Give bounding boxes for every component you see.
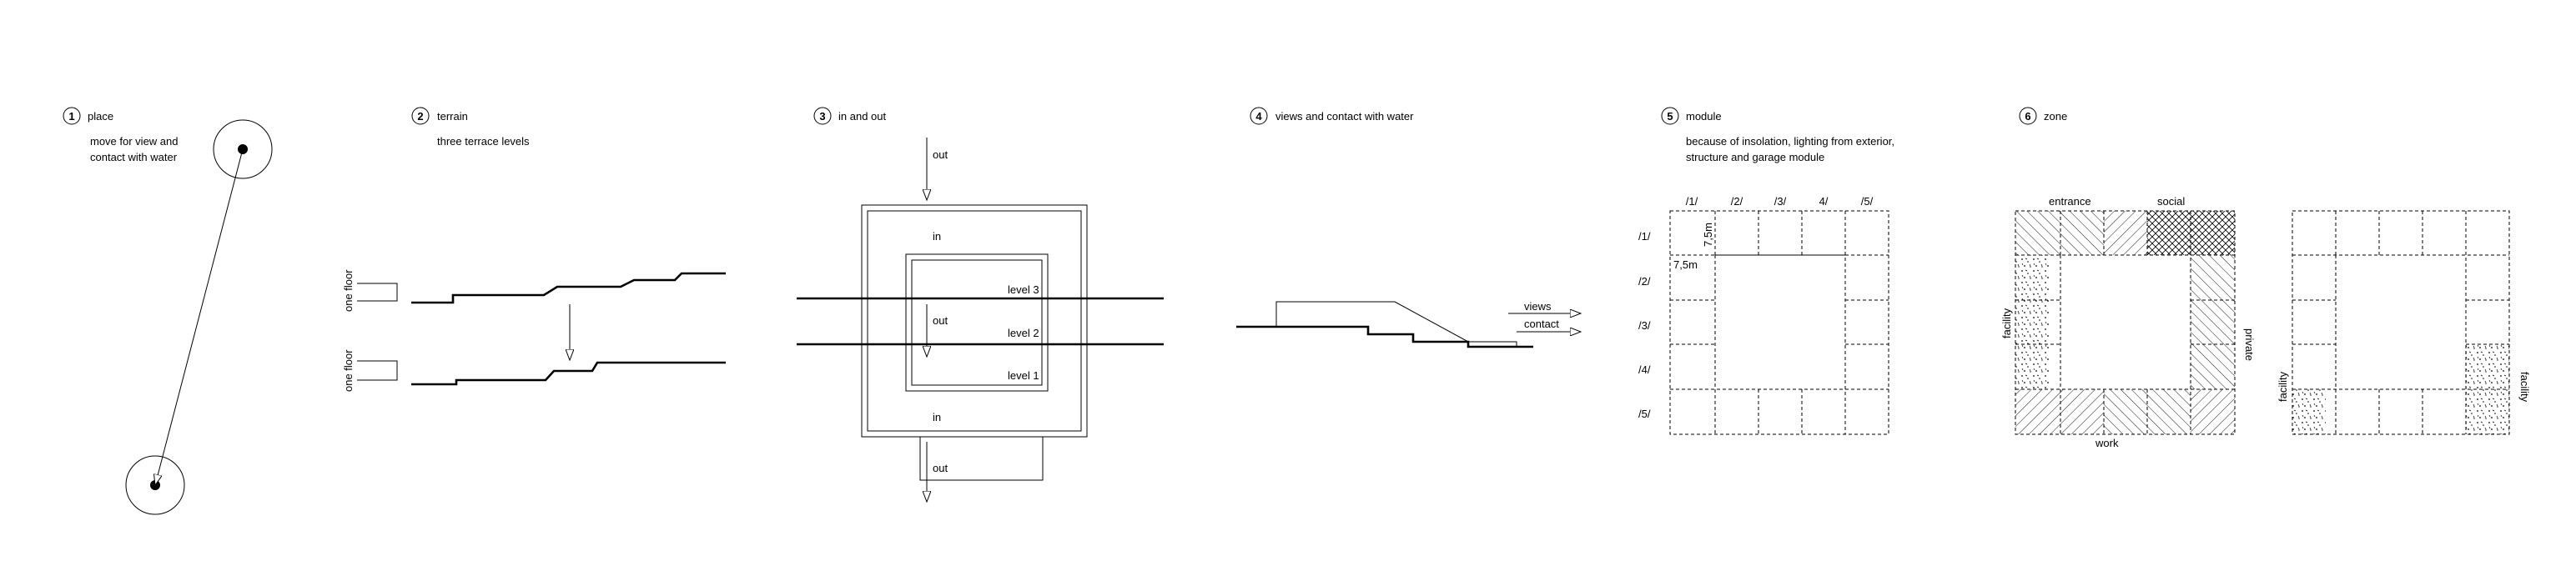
site-circle-top bbox=[213, 119, 273, 179]
dimension-vertical: 7,5m bbox=[1702, 223, 1714, 247]
panel-views: 4 views and contact with water views con… bbox=[1236, 107, 1581, 348]
col-label-2: /2/ bbox=[1731, 195, 1743, 208]
label-facility-right: facility bbox=[2518, 372, 2531, 403]
panel-title-terrain: terrain bbox=[437, 110, 468, 123]
col-label-5: /5/ bbox=[1861, 195, 1874, 208]
module-grid bbox=[1669, 210, 1889, 435]
label-social: social bbox=[2157, 195, 2185, 208]
building-outline-inner bbox=[911, 259, 1043, 386]
label-out-middle: out bbox=[933, 314, 948, 327]
panel-zone: 6 zone bbox=[2000, 107, 2531, 449]
panel-title-views: views and contact with water bbox=[1275, 110, 1414, 123]
step-number-4: 4 bbox=[1250, 107, 1268, 125]
step-number-1: 1 bbox=[63, 107, 81, 125]
label-in-top: in bbox=[933, 230, 941, 243]
col-label-1: /1/ bbox=[1686, 195, 1698, 208]
site-circle-bottom bbox=[125, 455, 185, 515]
step-number-5: 5 bbox=[1661, 107, 1679, 125]
step-number-2: 2 bbox=[411, 107, 430, 125]
row-label-5: /5/ bbox=[1638, 408, 1651, 420]
label-contact: contact bbox=[1524, 318, 1559, 330]
building-outline bbox=[905, 253, 1049, 392]
panel-place: 1 place move for view and contact with w… bbox=[63, 107, 273, 515]
side-label-top: one floor bbox=[342, 269, 355, 312]
svg-text:6: 6 bbox=[2025, 110, 2030, 123]
outer-boundary bbox=[861, 204, 1088, 438]
side-label-bottom: one floor bbox=[342, 349, 355, 392]
label-facility-left: facility bbox=[2277, 371, 2289, 402]
label-views: views bbox=[1524, 300, 1552, 313]
row-label-2: /2/ bbox=[1638, 275, 1651, 288]
svg-text:1: 1 bbox=[68, 110, 74, 123]
label-out-top: out bbox=[933, 148, 948, 161]
label-entrance: entrance bbox=[2049, 195, 2091, 208]
outer-boundary-inner bbox=[867, 210, 1082, 432]
terrain-profile-upper bbox=[411, 272, 726, 304]
panel-title-module: module bbox=[1686, 110, 1722, 123]
floor-marker-top bbox=[357, 283, 398, 302]
label-facility: facility bbox=[2000, 308, 2013, 338]
label-work: work bbox=[2095, 437, 2119, 449]
label-level-3: level 3 bbox=[1008, 283, 1039, 296]
terrain-profile bbox=[1236, 325, 1533, 348]
desc-line-2: structure and garage module bbox=[1686, 151, 1824, 163]
svg-text:3: 3 bbox=[819, 110, 825, 123]
label-out-bottom: out bbox=[933, 462, 948, 474]
desc-line-1: move for view and bbox=[90, 135, 179, 148]
col-label-3: /3/ bbox=[1774, 195, 1787, 208]
col-label-4: 4/ bbox=[1819, 195, 1829, 208]
row-label-3: /3/ bbox=[1638, 319, 1651, 332]
panel-terrain: 2 terrain three terrace levels one floor… bbox=[342, 107, 726, 392]
zone-plan-a bbox=[2015, 210, 2236, 435]
step-number-3: 3 bbox=[813, 107, 832, 125]
panel-title-in-and-out: in and out bbox=[838, 110, 886, 123]
svg-text:5: 5 bbox=[1667, 110, 1673, 123]
row-label-1: /1/ bbox=[1638, 230, 1651, 243]
panel-title-zone: zone bbox=[2044, 110, 2067, 123]
building-section bbox=[1275, 301, 1517, 347]
step-number-6: 6 bbox=[2019, 107, 2037, 125]
desc-line-1: because of insolation, lighting from ext… bbox=[1686, 135, 1894, 148]
floor-marker-bottom bbox=[357, 360, 398, 381]
panel-module: 5 module because of insolation, lighting… bbox=[1638, 107, 1894, 435]
panel-title-place: place bbox=[88, 110, 113, 123]
label-level-2: level 2 bbox=[1008, 327, 1039, 339]
move-arrow bbox=[155, 148, 244, 485]
label-in-bottom: in bbox=[933, 411, 941, 423]
terrain-profile-lower bbox=[411, 361, 726, 386]
svg-text:2: 2 bbox=[417, 110, 423, 123]
label-level-1: level 1 bbox=[1008, 369, 1039, 382]
garage-volume bbox=[919, 436, 1044, 481]
panel-in-and-out: 3 in and out out in out level 3 level 2 … bbox=[797, 107, 1164, 502]
desc-line-1: three terrace levels bbox=[437, 135, 530, 148]
zone-plan-b bbox=[2292, 210, 2510, 435]
svg-text:4: 4 bbox=[1255, 110, 1262, 123]
row-label-4: /4/ bbox=[1638, 363, 1651, 376]
desc-line-2: contact with water bbox=[90, 151, 178, 163]
label-private: private bbox=[2243, 328, 2256, 361]
dimension-horizontal: 7,5m bbox=[1673, 258, 1698, 271]
